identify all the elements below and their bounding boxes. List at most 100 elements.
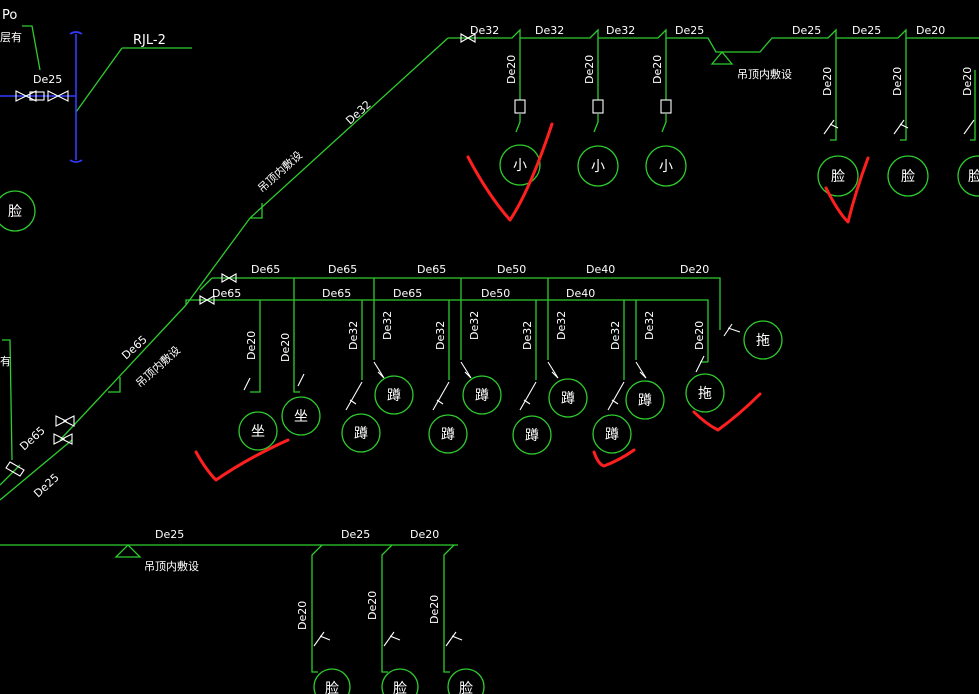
pipe-size-label: De40 — [586, 263, 615, 276]
drop-pipe — [593, 38, 599, 133]
drop-size-label: De20 — [891, 67, 904, 96]
riser-section: Po 层有 RJL-2 De25 — [0, 8, 192, 163]
faucet-icon — [383, 631, 401, 647]
pipe-size-label: De25 — [341, 528, 370, 541]
flush-valve-icon — [514, 99, 526, 114]
drop-pipe — [448, 278, 462, 380]
bottom-branch: De25 De25 De20 吊顶内敷设 De20 脸 De20 脸 De20 … — [114, 528, 485, 694]
squat-toilet-label: 蹲 — [561, 391, 575, 407]
washbasin-label: 脸 — [901, 169, 915, 185]
floor-note-label: 层有 — [0, 30, 22, 44]
pipe-size-label: De65 — [212, 287, 241, 300]
left-riser-stub — [2, 339, 13, 461]
squat-pair: De32 De32 蹲 蹲 — [428, 278, 502, 454]
drop-size-label: De32 — [347, 321, 360, 350]
note-leader — [22, 25, 41, 71]
toilet-seat-symbol — [281, 396, 321, 436]
drop-pipe — [535, 278, 549, 380]
ceiling-note-bottom: 吊顶内敷设 — [144, 559, 199, 573]
riser-pipe — [0, 34, 77, 160]
drop-size-label: De20 — [428, 595, 441, 624]
valve-icon — [297, 373, 305, 387]
pipe-size-label: De65 — [393, 287, 422, 300]
ceiling-note-upper: 吊顶内敷设 — [255, 148, 305, 195]
flush-valve-icon — [345, 361, 385, 411]
urinal-label: 小 — [591, 159, 605, 175]
pipe-size-label: De65 — [322, 287, 351, 300]
drop-size-label: De20 — [583, 55, 596, 84]
mop-sink-label: 拖 — [756, 333, 770, 349]
pipe-size-label: De40 — [566, 287, 595, 300]
meter-icon — [29, 91, 45, 101]
squat-toilet-symbol — [548, 378, 588, 418]
washbasin-label: 脸 — [831, 169, 845, 185]
drop-pipe — [970, 70, 976, 141]
faucet-icon — [893, 119, 909, 135]
washbasin-symbol — [887, 155, 929, 197]
toilet-seat-symbol — [238, 411, 278, 451]
flush-valve-icon — [660, 99, 672, 114]
squat-pair: De32 De32 蹲 蹲 — [592, 300, 665, 454]
lower-left-pipe — [0, 439, 73, 501]
pipe-size-label: De32 — [535, 24, 564, 37]
faucet-icon — [445, 631, 463, 647]
squat-toilet-label: 蹲 — [441, 427, 455, 443]
valve-icon — [53, 433, 73, 445]
ceiling-note-top: 吊顶内敷设 — [737, 67, 792, 81]
washbasin-label: 脸 — [459, 681, 473, 694]
valve-icon — [55, 415, 75, 427]
drop-size-label: De20 — [245, 331, 258, 360]
urinal-label: 小 — [659, 159, 673, 175]
urinal-symbol — [499, 144, 541, 186]
drop-size-label: De20 — [366, 591, 379, 620]
drop-pipe — [250, 300, 261, 393]
faucet-icon — [823, 119, 839, 135]
drop-size-label: De32 — [609, 321, 622, 350]
drop-size-label: De20 — [296, 601, 309, 630]
washbasin-label: 脸 — [968, 169, 979, 185]
pipe-size-label: De50 — [481, 287, 510, 300]
squat-toilet-label: 蹲 — [387, 388, 401, 404]
drop-size-label: De20 — [693, 321, 706, 350]
urinal-symbol — [577, 145, 619, 187]
ceiling-marker — [250, 203, 263, 219]
squat-toilet-label: 蹲 — [354, 426, 368, 442]
valve-icon — [199, 295, 215, 305]
checkmark-icon — [194, 438, 290, 482]
upper-middle-pipe — [185, 277, 721, 330]
drop-pipe — [900, 38, 907, 141]
toilet-seat-label: 坐 — [251, 424, 265, 440]
flush-valve-icon — [519, 361, 559, 411]
drop-pipe — [830, 38, 837, 141]
review-checkmarks — [194, 122, 870, 482]
squat-toilet-symbol — [592, 414, 632, 454]
washbasin-symbol — [817, 155, 859, 197]
riser-branch-size: De25 — [33, 73, 62, 86]
diagonal-size-label: De32 — [343, 98, 373, 127]
drop-pipe — [293, 278, 300, 393]
valve-icon — [221, 273, 237, 283]
drop-pipe — [623, 300, 637, 380]
mop-sink-symbol — [685, 373, 725, 413]
washbasin-symbol — [0, 190, 36, 232]
washbasin-symbol — [447, 668, 485, 694]
drop-size-label: De20 — [279, 333, 292, 362]
squat-toilet-symbol — [462, 375, 502, 415]
drop-pipe — [443, 544, 455, 673]
faucet-icon — [313, 631, 331, 647]
pipe-size-label: De25 — [155, 528, 184, 541]
pipe-size-label: De65 — [251, 263, 280, 276]
pipe-size-label: De25 — [792, 24, 821, 37]
checkmark-icon — [466, 122, 554, 222]
flush-valve-icon — [592, 99, 604, 114]
diagonal-size-label: De65 — [119, 333, 149, 362]
squat-toilet-label: 蹲 — [638, 393, 652, 409]
valve-icon — [47, 90, 69, 102]
washbasin-label: 脸 — [393, 681, 407, 694]
squat-toilet-label: 蹲 — [475, 388, 489, 404]
top-supply-pipe — [448, 28, 979, 53]
lower-left-size-label: De25 — [31, 471, 61, 500]
washbasin-label: 脸 — [8, 204, 22, 220]
left-washbasin: 脸 — [0, 190, 36, 232]
